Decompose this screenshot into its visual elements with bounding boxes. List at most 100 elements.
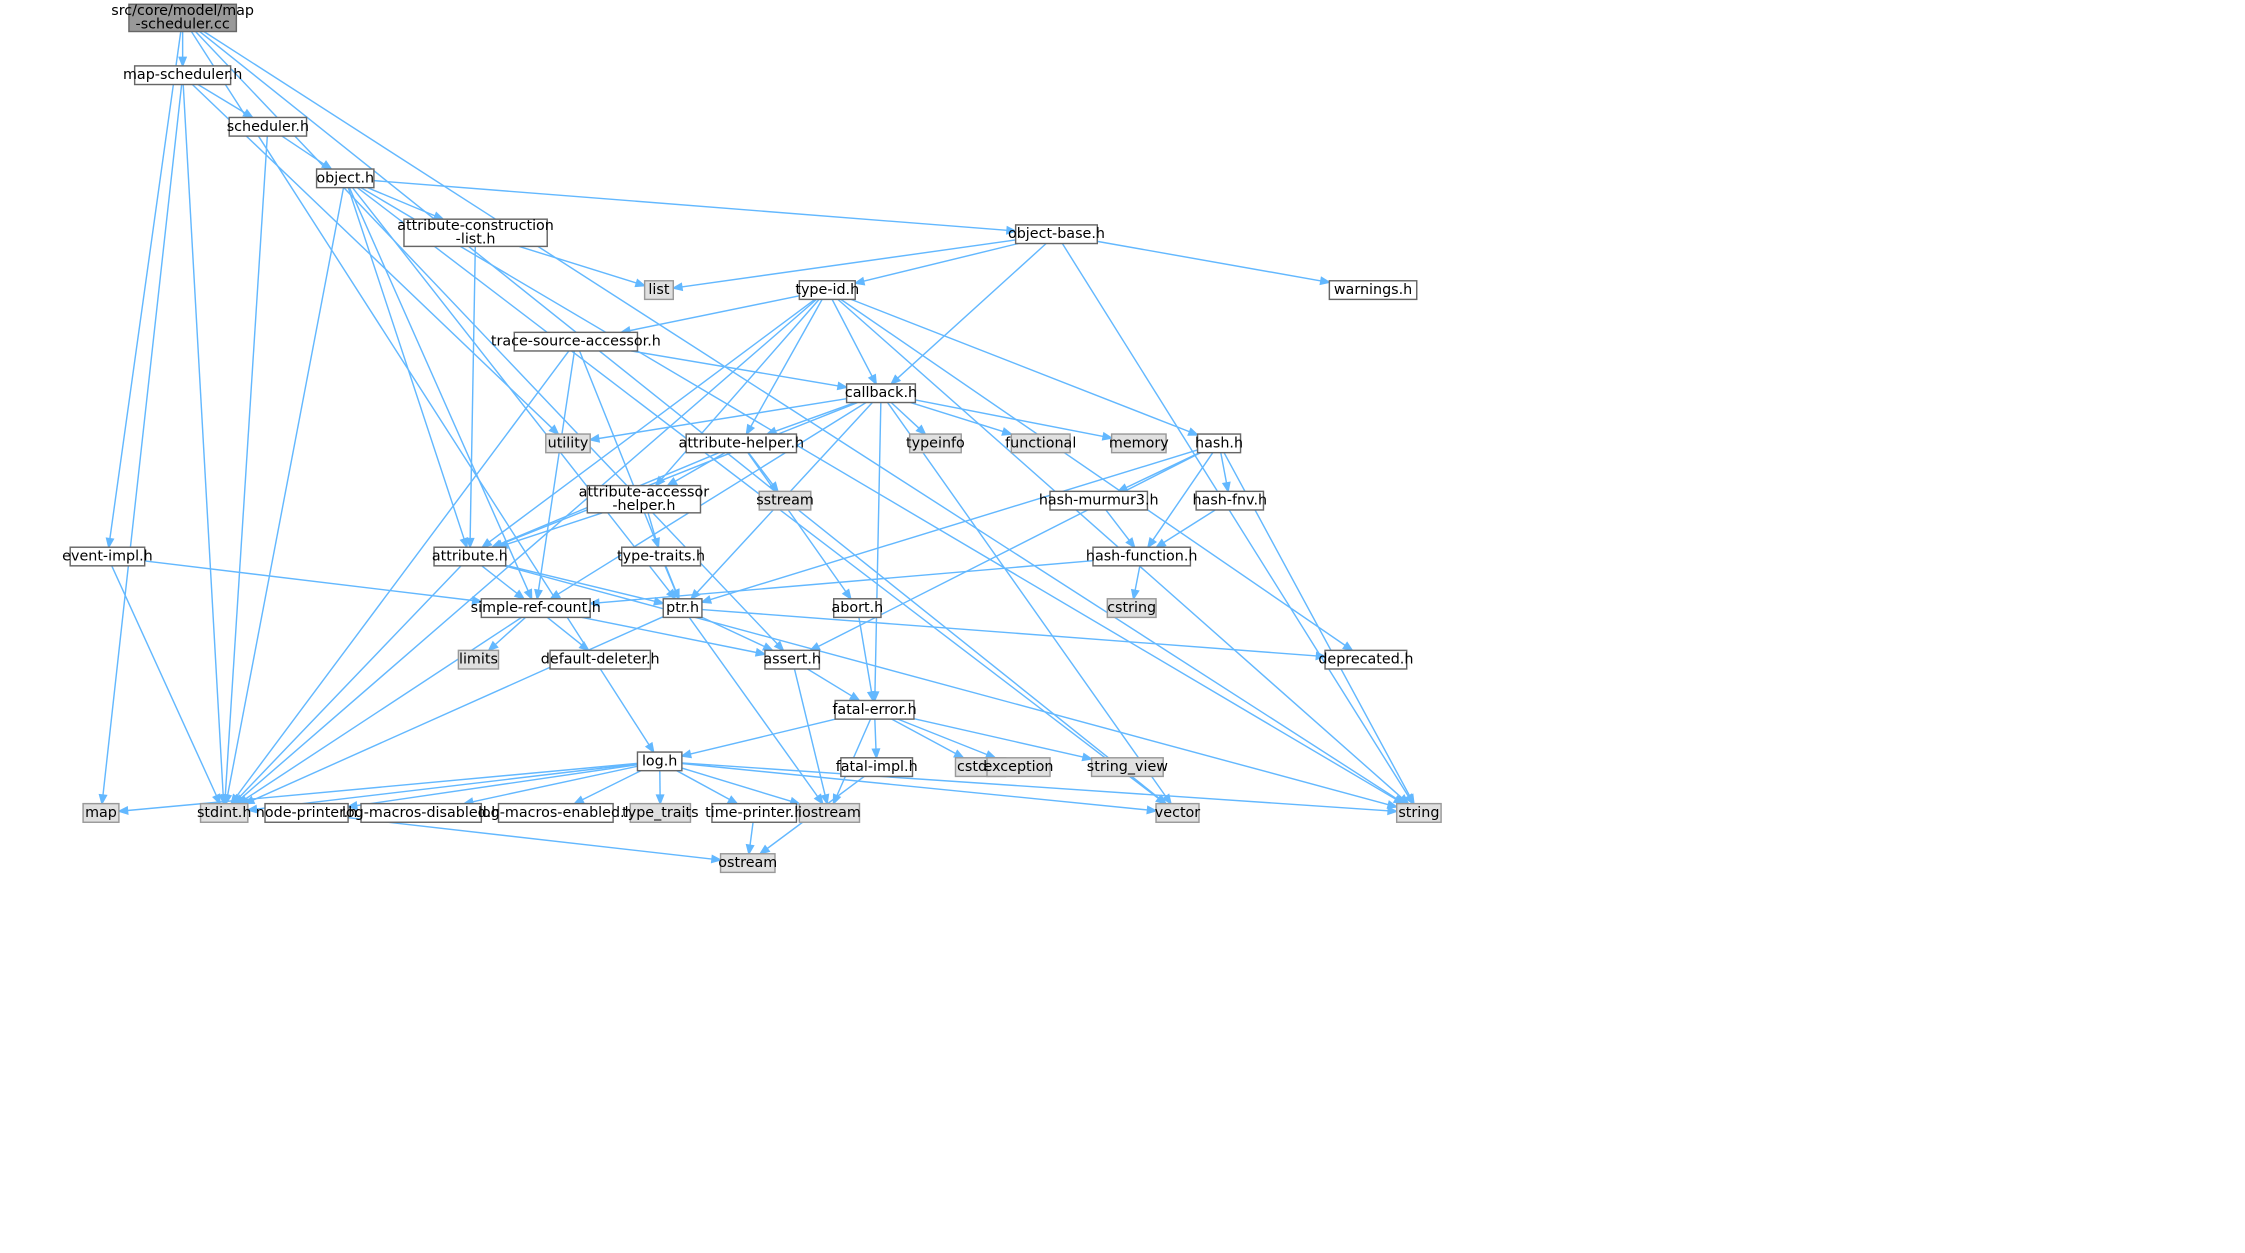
edge-line (681, 762, 1148, 811)
edge-callback_h-to-attribute_helper_h (765, 401, 856, 436)
node-time-printer-h[interactable]: time-printer.h (705, 802, 803, 823)
edge-arrowhead (651, 537, 660, 550)
edge-line (506, 512, 603, 546)
edge-arrowhead (671, 282, 684, 292)
node-hash-h[interactable]: hash.h (1195, 433, 1243, 454)
node-node-printer-h[interactable]: node-printer.h (256, 802, 358, 823)
node-warnings-h[interactable]: warnings.h (1328, 280, 1418, 301)
edge-callback_h-to-typeinfo (890, 402, 927, 436)
edge-arrowhead (1155, 794, 1167, 805)
node-attribute-accessor-helper-h[interactable]: attribute-accessor-helper.h (579, 484, 710, 514)
edge-line (1163, 509, 1216, 544)
edge-line (348, 816, 713, 860)
edge-arrowhead (513, 589, 526, 600)
node-callback-h[interactable]: callback.h (845, 383, 917, 404)
edge-line (1220, 452, 1228, 484)
edge-line (469, 246, 477, 539)
node-attr-construction-h[interactable]: attribute-construction-list.h (397, 218, 554, 248)
node-box (1049, 490, 1149, 511)
node-box (711, 802, 798, 823)
node-fatal-impl-h[interactable]: fatal-impl.h (836, 757, 918, 778)
node-label: time-printer.h (705, 805, 803, 821)
node-deprecated-h[interactable]: deprecated.h (1318, 649, 1413, 670)
edge-line (910, 401, 1004, 433)
node-label: limits (459, 652, 498, 668)
node-root[interactable]: src/core/model/map-scheduler.cc (111, 3, 254, 33)
edge-line (144, 560, 473, 602)
edge-arrowhead (223, 793, 233, 806)
edge-root-to-event_impl_h (105, 31, 182, 550)
node-box (629, 802, 692, 823)
edge-line (681, 762, 1389, 812)
node-label: scheduler.h (227, 119, 309, 135)
edge-line (688, 616, 819, 798)
node-label: iostream (798, 805, 861, 821)
edge-callback_h-to-fatal_error_h (870, 402, 882, 703)
edge-arrowhead (578, 641, 591, 652)
edge-callback_h-to-utility (588, 397, 847, 443)
node-hash-function-h[interactable]: hash-function.h (1086, 546, 1198, 567)
node-box (908, 433, 962, 454)
node-trace-source-accessor-h[interactable]: trace-source-accessor.h (491, 331, 661, 352)
node-hash-murmur3-h[interactable]: hash-murmur3.h (1039, 490, 1159, 511)
node-type-traits-h[interactable]: type-traits.h (617, 546, 705, 567)
node-simple-ref-count-h[interactable]: simple-ref-count.h (471, 598, 601, 619)
node-log-macros-disabled-h[interactable]: log-macros-disabled.h (342, 802, 500, 823)
edge-object_h-to-stdint_h (223, 187, 345, 806)
edge-line (356, 187, 1159, 800)
edge-line (598, 397, 847, 440)
node-event-impl-h[interactable]: event-impl.h (62, 546, 153, 567)
node-ptr-h[interactable]: ptr.h (662, 598, 703, 619)
node-attribute-h[interactable]: attribute.h (432, 546, 508, 567)
edge-line (793, 668, 826, 796)
edge-line (235, 350, 570, 798)
node-object-base-h[interactable]: object-base.h (1008, 224, 1105, 245)
node-label: -helper.h (612, 498, 675, 514)
edge-arrowhead (523, 588, 533, 601)
edge-line (897, 242, 1047, 379)
edge-root-to-string (203, 30, 1407, 805)
node-log-macros-enabled-h[interactable]: log-macros-enabled.h (478, 802, 634, 823)
node-type-id-h[interactable]: type-id.h (795, 280, 859, 301)
edge-line (913, 717, 1084, 758)
edge-line (681, 239, 1016, 288)
node-box (1155, 802, 1200, 823)
node-iostream: iostream (798, 802, 861, 823)
edge-line (190, 31, 650, 746)
edge-arrowhead (836, 381, 849, 391)
node-memory: memory (1109, 433, 1169, 454)
edge-object_h-to-simple_ref_count_h (348, 187, 533, 601)
edge-attribute_helper_h-to-sstream (747, 452, 780, 493)
node-sstream: sstream (756, 490, 814, 511)
edge-event_impl_h-to-stdint_h (111, 565, 221, 806)
edge-line (817, 452, 1202, 648)
node-abort-h[interactable]: abort.h (831, 598, 883, 619)
node-map-scheduler-h[interactable]: map-scheduler.h (123, 65, 242, 86)
edge-arrowhead (245, 804, 258, 814)
node-fatal-error-h[interactable]: fatal-error.h (832, 699, 917, 720)
edge-line (240, 298, 817, 799)
node-default-deleter-h[interactable]: default-deleter.h (541, 649, 660, 670)
edge-arrowhead (1125, 537, 1136, 549)
edge-map_scheduler_h-to-scheduler_h (197, 83, 255, 119)
edge-object_h-to-attribute_h (347, 187, 469, 550)
node-box (586, 484, 702, 514)
edge-line (1152, 452, 1214, 541)
edge-attribute_h-to-string (504, 565, 1399, 809)
node-attribute-helper-h[interactable]: attribute-helper.h (679, 433, 805, 454)
node-assert-h[interactable]: assert.h (763, 649, 821, 670)
node-object-h[interactable]: object.h (315, 168, 375, 189)
edge-line (897, 718, 988, 756)
edge-line (224, 136, 269, 796)
node-log-h[interactable]: log.h (636, 751, 683, 772)
node-scheduler-h[interactable]: scheduler.h (227, 116, 309, 137)
edge-line (197, 83, 246, 114)
node-typeinfo: typeinfo (906, 433, 965, 454)
edge-line (494, 616, 526, 646)
node-box (758, 490, 812, 511)
edge-attribute_helper_h-to-attribute_accessor_helper_h (666, 452, 726, 487)
edge-simple_ref_count_h-to-limits (487, 616, 526, 652)
node-label: utility (548, 435, 589, 451)
node-hash-fnv-h[interactable]: hash-fnv.h (1192, 490, 1267, 511)
edge-arrowhead (953, 749, 966, 759)
